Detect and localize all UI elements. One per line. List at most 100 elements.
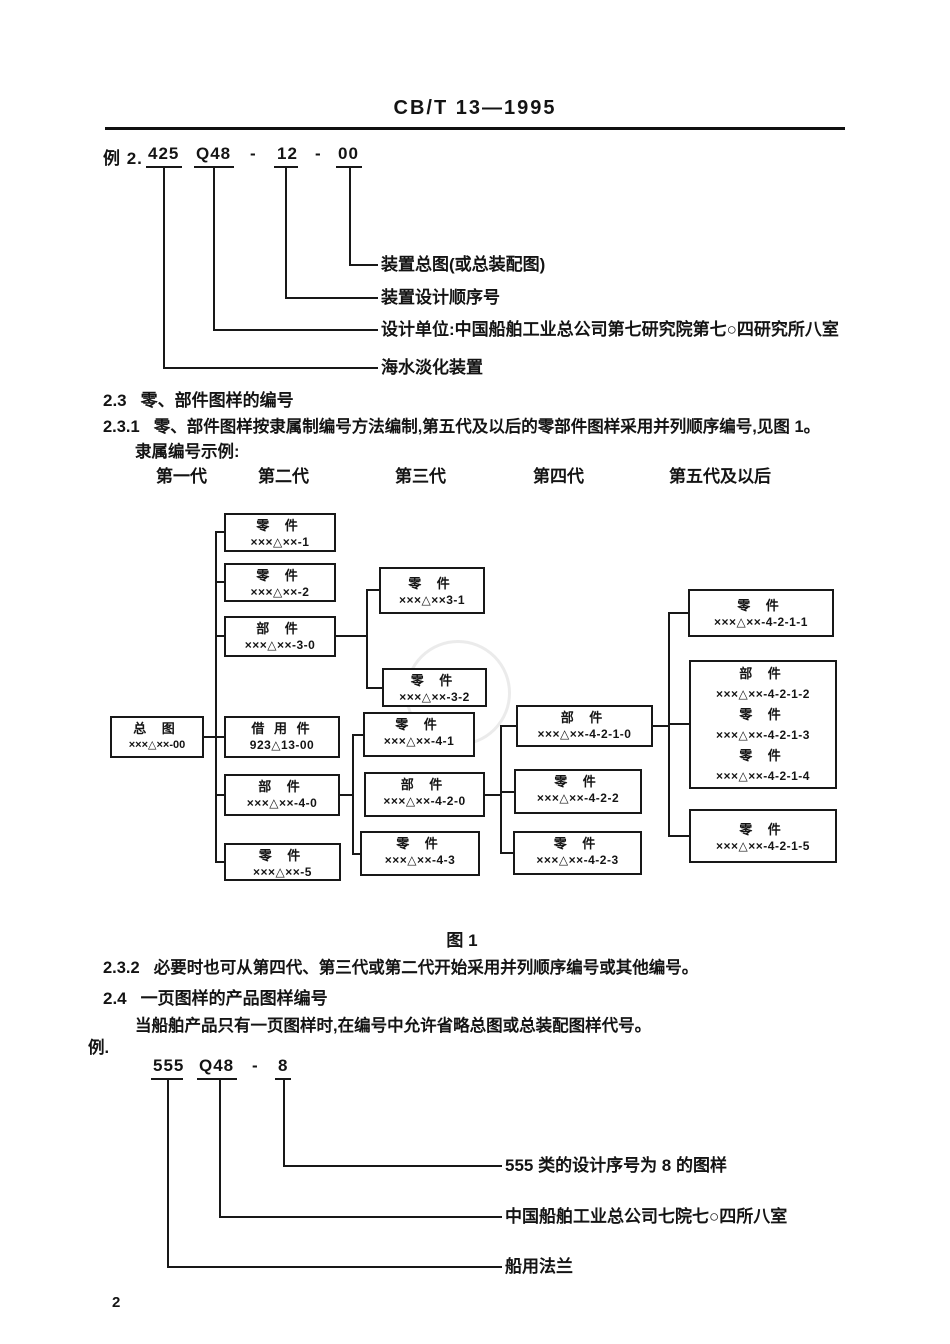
example2-part-425: 425 (148, 144, 180, 163)
box-code: 923△13-00 (249, 738, 315, 752)
section-2-4-title: 一页图样的产品图样编号 (140, 989, 328, 1008)
box-title: 部 件 (560, 710, 609, 725)
example2-callout-design-seq: 装置设计顺序号 (381, 288, 500, 307)
section-2-4-number: 2.4 (103, 989, 127, 1008)
example2-callout-assembly-drawing: 装置总图(或总装配图) (381, 255, 546, 274)
box-code: ×××△××-4-2-0 (383, 794, 466, 808)
box-title: 借 用 件 (251, 721, 313, 736)
connector-line (215, 531, 225, 533)
underline-425 (146, 166, 182, 168)
connector-line (668, 612, 689, 614)
generation-label-4: 第四代 (533, 467, 584, 486)
diagram-box-part-4-1: 零 件 ×××△××-4-1 (363, 712, 475, 757)
connector-line (366, 589, 380, 591)
connector-line (203, 736, 225, 738)
box-code: ×××△××-4-2-2 (536, 791, 620, 805)
paragraph-2-4-text: 当船舶产品只有一页图样时,在编号中允许省略总图或总装配图样代号。 (135, 1017, 652, 1035)
diagram-box-part-4-2-3: 零 件 ×××△××-4-2-3 (513, 831, 642, 875)
connector-line (500, 852, 514, 854)
header-rule (105, 127, 845, 130)
box-code: ×××△××-4-2-1-2 (716, 687, 810, 701)
connector-line (336, 635, 366, 637)
section-2-3-2-number: 2.3.2 (103, 959, 140, 977)
connector-line (215, 581, 225, 583)
section-2-3-1-number: 2.3.1 (103, 418, 140, 436)
box-code: ×××△××3-1 (398, 593, 466, 607)
box-title: 零 件 (739, 707, 787, 722)
box-title: 部 件 (258, 779, 306, 794)
underline-q48 (194, 166, 234, 168)
example3-callout-ship-flange: 船用法兰 (505, 1257, 573, 1276)
example3-callout-design-seq: 555 类的设计序号为 8 的图样 (505, 1156, 727, 1175)
leader-line (167, 1080, 169, 1268)
box-title: 零 件 (739, 822, 787, 837)
box-title: 零 件 (256, 568, 304, 583)
box-code: ×××△××-1 (250, 535, 310, 549)
leader-line (349, 168, 351, 266)
diagram-box-part-5: 零 件 ×××△××-5 (224, 843, 341, 881)
box-title: 零 件 (410, 673, 459, 688)
diagram-box-part-2: 零 件 ×××△××-2 (224, 563, 336, 602)
section-2-3-title: 零、部件图样的编号 (140, 391, 294, 410)
connector-line (500, 725, 517, 727)
connector-trunk-gen3a (366, 589, 368, 689)
generation-label-5: 第五代及以后 (669, 467, 771, 486)
sample-note: 隶属编号示例: (135, 443, 240, 461)
diagram-box-part-4-2-1-5: 零 件 ×××△××-4-2-1-5 (689, 809, 837, 863)
connector-line (653, 725, 669, 727)
example2-part-q48: Q48 (196, 144, 232, 163)
leader-line (283, 1080, 285, 1167)
box-code: ×××△××-4-2-1-4 (716, 769, 810, 783)
example2-callout-design-unit: 设计单位:中国船舶工业总公司第七研究院第七○四研究所八室 (381, 320, 839, 339)
example2-dash2: - (315, 144, 322, 163)
connector-line (215, 861, 225, 863)
connector-line (366, 687, 383, 689)
box-title: 零 件 (256, 518, 304, 533)
paragraph-2-3-2-text: 必要时也可从第四代、第三代或第二代开始采用并列顺序编号或其他编号。 (153, 959, 699, 977)
generation-label-3: 第三代 (395, 467, 446, 486)
underline-555 (151, 1078, 183, 1080)
box-title: 总 图 (133, 721, 181, 736)
example3-callout-design-unit: 中国船舶工业总公司七院七○四所八室 (505, 1207, 788, 1226)
leader-line (163, 367, 378, 369)
box-title: 部 件 (400, 777, 449, 792)
diagram-box-part-1: 零 件 ×××△××-1 (224, 513, 336, 552)
leader-line (285, 168, 287, 299)
diagram-box-part-4-2-1-1: 零 件 ×××△××-4-2-1-1 (688, 589, 834, 637)
leader-line (213, 168, 215, 331)
example3-label: 例. (88, 1039, 110, 1057)
box-code: ×××△××-4-2-1-1 (714, 615, 808, 629)
box-title: 零 件 (737, 598, 785, 613)
generation-label-2: 第二代 (258, 467, 309, 486)
diagram-box-general-drawing: 总 图 ×××△××-00 (110, 716, 204, 758)
box-code: ×××△××-4-2-3 (536, 853, 619, 867)
leader-line (283, 1165, 502, 1167)
box-code: ×××△××-4-2-1-3 (716, 728, 810, 742)
underline-00 (336, 166, 362, 168)
box-title: 零 件 (739, 748, 787, 763)
connector-line (668, 723, 690, 725)
box-title: 零 件 (396, 836, 444, 851)
box-title: 零 件 (395, 717, 443, 732)
box-code: ×××△××-4-2-1-5 (716, 839, 810, 853)
box-code: ×××△××-4-1 (383, 734, 455, 748)
section-2-4-heading: 2.4 一页图样的产品图样编号 (103, 984, 328, 1009)
underline-12 (274, 166, 298, 168)
leader-line (167, 1266, 502, 1268)
example2-part-12: 12 (277, 144, 298, 163)
leader-line (163, 168, 165, 369)
box-code: ×××△××-5 (253, 865, 312, 879)
diagram-box-subassembly-4-0: 部 件 ×××△××-4-0 (224, 774, 340, 816)
example2-dash1: - (250, 144, 257, 163)
diagram-box-part-4-2-2: 零 件 ×××△××-4-2-2 (514, 769, 642, 814)
diagram-box-group-4-2-1-2-to-4: 部 件 ×××△××-4-2-1-2 零 件 ×××△××-4-2-1-3 零 … (689, 660, 837, 789)
box-code: ×××△××-3-2 (399, 690, 470, 704)
diagram-box-subassembly-4-2-1-0: 部 件 ×××△××-4-2-1-0 (516, 705, 653, 747)
figure-1-caption: 图 1 (446, 931, 478, 950)
leader-line (219, 1080, 221, 1218)
page-number: 2 (112, 1294, 121, 1311)
diagram-box-part-4-3: 零 件 ×××△××-4-3 (360, 831, 480, 876)
leader-line (285, 297, 378, 299)
leader-line (219, 1216, 502, 1218)
